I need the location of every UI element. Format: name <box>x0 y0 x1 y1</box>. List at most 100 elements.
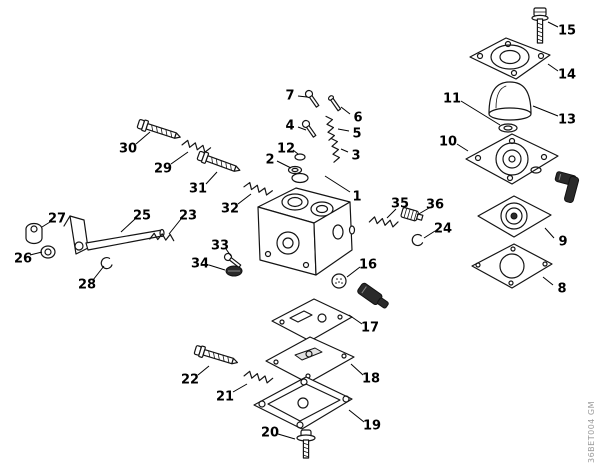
part-label-16: 16 <box>359 258 377 273</box>
part-label-19: 19 <box>363 419 381 434</box>
idle-speed-screw <box>193 345 239 365</box>
part-label-21: 21 <box>216 390 234 405</box>
part-label-13: 13 <box>558 113 576 128</box>
plug-fitting <box>400 207 424 222</box>
part-label-2: 2 <box>265 153 274 168</box>
part-label-15: 15 <box>558 24 576 39</box>
part-label-30: 30 <box>119 142 137 157</box>
choke-screw <box>223 252 242 269</box>
leader-line-33 <box>225 248 232 257</box>
shaft-return-spring <box>149 232 175 242</box>
retaining-clip-right <box>411 233 424 247</box>
part-label-35: 35 <box>391 197 409 212</box>
carburetor-body <box>257 172 356 276</box>
leader-line-18 <box>350 363 364 376</box>
idle-spring-lower <box>330 137 341 163</box>
mixture-spring-low <box>243 181 273 196</box>
metering-diaphragm <box>265 336 355 384</box>
adjusting-screw-small <box>301 119 317 138</box>
idle-spring-upper <box>325 115 336 141</box>
leader-line-29 <box>170 151 189 165</box>
part-label-6: 6 <box>353 111 362 126</box>
leader-line-8 <box>542 276 554 286</box>
pump-body-plate <box>465 133 559 185</box>
part-label-3: 3 <box>351 149 360 164</box>
part-label-8: 8 <box>557 282 566 297</box>
parts-artwork <box>25 7 580 459</box>
part-label-32: 32 <box>221 202 239 217</box>
part-label-22: 22 <box>181 373 199 388</box>
part-label-31: 31 <box>189 182 207 197</box>
shaft-washer <box>40 245 56 259</box>
leader-line-4 <box>297 126 307 131</box>
leader-line-14 <box>547 63 559 72</box>
leader-line-1 <box>324 175 351 193</box>
primer-bulb <box>488 81 532 121</box>
inlet-valve-fitting <box>357 282 389 309</box>
part-label-14: 14 <box>558 68 576 83</box>
idle-speed-spring <box>243 370 274 384</box>
throttle-stop-screw <box>304 89 320 108</box>
leader-line-2 <box>276 160 292 169</box>
pump-gasket <box>471 243 553 289</box>
leader-line-19 <box>348 409 365 423</box>
leader-line-5 <box>337 128 350 132</box>
leader-line-22 <box>197 365 210 376</box>
valve-disc <box>294 153 306 161</box>
leader-line-12 <box>292 149 299 155</box>
leader-line-20 <box>277 433 296 440</box>
leader-line-27 <box>41 221 51 228</box>
part-label-23: 23 <box>179 209 197 224</box>
part-label-11: 11 <box>443 92 461 107</box>
leader-line-26 <box>29 251 43 256</box>
leader-line-3 <box>340 148 349 153</box>
cover-screw-bottom <box>296 429 316 459</box>
mixture-screw-low <box>196 150 241 172</box>
leader-lines <box>29 21 559 440</box>
bulb-retainer-washer <box>498 123 518 133</box>
part-label-4: 4 <box>285 119 294 134</box>
watermark-text: 36BET004 GM <box>587 401 596 463</box>
swivel-pin <box>327 95 342 112</box>
leader-line-28 <box>92 265 105 281</box>
leader-line-7 <box>297 95 308 98</box>
leader-line-10 <box>456 143 469 152</box>
retainer-ring <box>287 165 303 175</box>
part-label-33: 33 <box>211 239 229 254</box>
part-label-18: 18 <box>362 372 380 387</box>
leader-line-34 <box>208 264 226 271</box>
inlet-screen <box>331 273 347 289</box>
leader-line-32 <box>237 193 252 205</box>
choke-disc <box>225 265 243 277</box>
leader-line-17 <box>348 314 363 325</box>
leader-line-35 <box>386 208 397 219</box>
cover-screw <box>531 7 549 44</box>
mixture-spring-high <box>181 139 212 153</box>
part-label-29: 29 <box>154 162 172 177</box>
part-label-5: 5 <box>352 127 361 142</box>
pump-diaphragm <box>477 195 552 238</box>
primer-cover-plate <box>469 37 551 80</box>
part-label-17: 17 <box>361 321 379 336</box>
leader-line-36 <box>416 207 430 216</box>
part-label-26: 26 <box>14 252 32 267</box>
part-label-34: 34 <box>191 257 209 272</box>
part-label-10: 10 <box>439 135 457 150</box>
leader-line-13 <box>532 105 559 117</box>
part-label-28: 28 <box>78 278 96 293</box>
part-label-20: 20 <box>261 426 279 441</box>
leader-line-31 <box>205 171 218 185</box>
swivel-barrel <box>25 222 43 245</box>
metering-gasket <box>271 298 353 342</box>
leader-line-9 <box>544 227 555 239</box>
leader-line-25 <box>120 218 136 233</box>
part-label-12: 12 <box>277 142 295 157</box>
part-label-7: 7 <box>285 89 294 104</box>
leader-line-23 <box>168 218 182 235</box>
part-label-27: 27 <box>48 212 66 227</box>
leader-line-11 <box>460 100 501 126</box>
leader-line-21 <box>232 383 248 393</box>
leader-line-30 <box>135 131 151 145</box>
leader-line-24 <box>423 230 436 239</box>
